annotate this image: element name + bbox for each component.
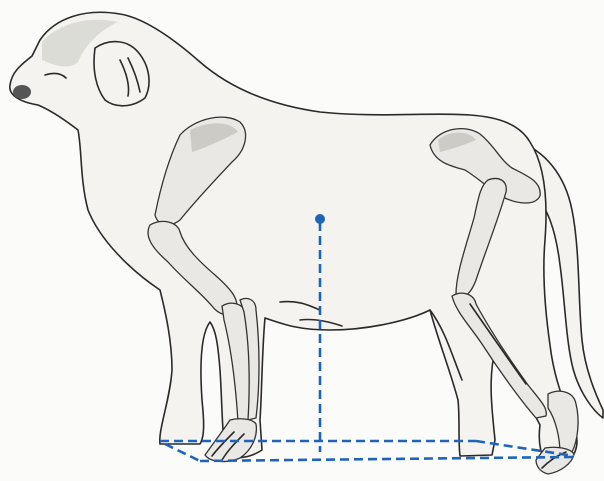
dog-body [10, 12, 603, 462]
guide-dot [315, 214, 325, 224]
dog-nose [13, 85, 31, 99]
dog-torso [10, 12, 577, 462]
